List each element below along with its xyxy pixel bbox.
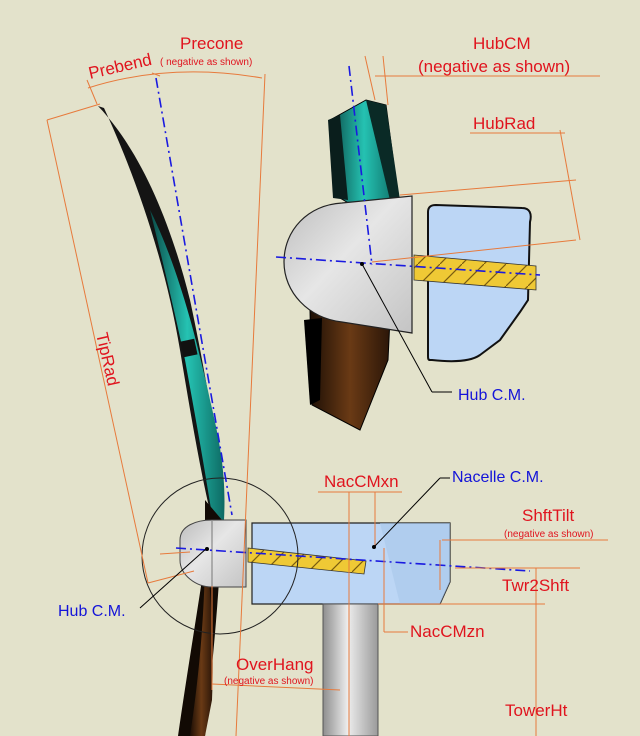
tower	[322, 603, 379, 736]
label-precone: Precone	[180, 34, 243, 53]
lower-hub	[179, 519, 247, 588]
label-shfttilt-note: (negative as shown)	[504, 529, 594, 540]
upper-shaft	[413, 254, 537, 291]
centerlines	[155, 65, 541, 572]
dimension-lines	[46, 55, 608, 736]
label-overhang: OverHang	[236, 655, 313, 674]
label-hub-cm-lower: Hub C.M.	[58, 603, 126, 620]
label-shfttilt: ShftTilt	[522, 506, 575, 525]
label-nacCMxn: NacCMxn	[324, 472, 399, 491]
side-view-blade	[98, 106, 225, 736]
label-twr2shft: Twr2Shft	[502, 576, 569, 595]
label-nacCMzn: NacCMzn	[410, 622, 485, 641]
nacelle-body	[251, 522, 451, 605]
label-hubcm-note: (negative as shown)	[418, 57, 570, 76]
label-nacelle-cm: Nacelle C.M.	[452, 469, 544, 486]
label-hubrad: HubRad	[473, 114, 535, 133]
label-overhang-note: (negative as shown)	[224, 676, 314, 687]
label-hub-cm-upper: Hub C.M.	[458, 387, 526, 404]
label-towerht: TowerHt	[505, 701, 568, 720]
label-prebend: Prebend	[87, 50, 154, 83]
upper-blade	[304, 99, 400, 431]
label-hubcm: HubCM	[473, 34, 531, 53]
label-tiprad: TipRad	[92, 331, 123, 388]
upper-hub	[283, 195, 413, 334]
cm-markers	[205, 262, 376, 551]
label-precone-note: ( negative as shown)	[160, 57, 252, 68]
leader-lines	[139, 263, 452, 609]
